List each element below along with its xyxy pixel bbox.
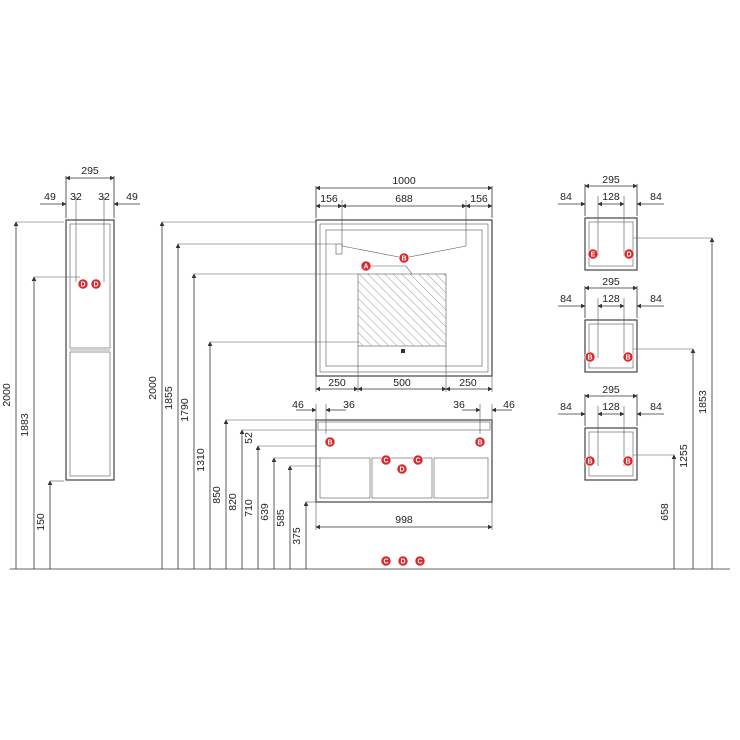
column-width-label: 295 [81, 165, 99, 177]
svg-text:C: C [383, 559, 388, 566]
wall-cabinet-level-dims: 1853 1255 658 [633, 237, 715, 569]
mirror-light-zone [357, 273, 447, 347]
svg-text:A: A [363, 264, 368, 271]
wall-cabinet-2-right-label: 84 [650, 293, 662, 305]
mirror-right-margin-label: 156 [470, 193, 488, 205]
wall-cabinet-1: 295 84 128 84 E D [558, 174, 664, 271]
wall-cabinet-2-width-label: 295 [602, 276, 620, 288]
vanity-level-3-label: 710 [243, 499, 255, 517]
svg-text:B: B [327, 440, 332, 447]
svg-text:D: D [399, 467, 404, 474]
wall-cabinet-2-left-label: 84 [560, 293, 572, 305]
mirror-level-2-label: 1855 [163, 386, 175, 410]
vanity-offset-left-inner-label: 36 [343, 399, 355, 411]
column-cabinet: 295 49 32 32 49 2000 1883 150 D D [1, 165, 140, 569]
wall-cabinet-3-inner-label: 128 [602, 401, 620, 413]
wall-cabinet-2-inner-label: 128 [602, 293, 620, 305]
wall-cabinet-3: 295 84 128 84 B B [558, 384, 664, 481]
svg-text:B: B [477, 440, 482, 447]
floor-marker-1: C [380, 555, 392, 567]
wall-cabinet-1-right-label: 84 [650, 191, 662, 203]
wall-cabinet-3-marker-right: B [622, 455, 634, 467]
vanity-level-5-label: 585 [275, 509, 287, 527]
svg-text:B: B [587, 355, 592, 362]
svg-text:C: C [383, 458, 388, 465]
mirror-width-label: 1000 [392, 175, 416, 187]
wall-cabinet-1-inner-label: 128 [602, 191, 620, 203]
vanity-level-dims: 850 820 52 710 639 585 375 [211, 419, 320, 569]
mirror-bottom-mid-label: 500 [393, 377, 411, 389]
column-offset-right-label: 49 [126, 191, 138, 203]
column-hinge-right-label: 32 [98, 191, 110, 203]
cabinet-level-2-label: 1255 [678, 444, 690, 468]
wall-cabinet-1-width-label: 295 [602, 174, 620, 186]
floor-marker-2: D [397, 555, 409, 567]
vanity-level-2-label: 820 [227, 493, 239, 511]
column-hinge-left-label: 32 [70, 191, 82, 203]
mirror: 1000 156 688 156 250 500 250 B A [315, 175, 493, 392]
vanity-offset-right-inner-label: 36 [453, 399, 465, 411]
mirror-level-4-label: 1310 [195, 448, 207, 472]
vanity-top-gap-label: 52 [243, 432, 255, 444]
wall-cabinet-2-marker-right: B [622, 351, 634, 363]
column-bottom-level-label: 150 [35, 513, 47, 531]
wall-cabinet-2-marker-left: B [584, 351, 596, 363]
vanity-marker-mid-right: C [412, 454, 424, 466]
vanity-unit: 46 36 36 46 998 B B C C D [292, 399, 515, 530]
svg-text:B: B [625, 355, 630, 362]
mirror-marker-zone: A [360, 260, 372, 272]
floor-markers: C D C [380, 555, 426, 567]
column-top-level-label: 1883 [19, 413, 31, 437]
svg-text:C: C [417, 559, 422, 566]
mirror-left-margin-label: 156 [320, 193, 338, 205]
svg-text:B: B [587, 459, 592, 466]
vanity-offset-left-outer-label: 46 [292, 399, 304, 411]
wall-cabinet-1-marker-left: E [587, 248, 599, 260]
vanity-level-4-label: 639 [259, 503, 271, 521]
svg-text:D: D [80, 282, 85, 289]
vanity-width-label: 998 [395, 514, 413, 526]
svg-text:D: D [400, 559, 405, 566]
cabinet-level-1-label: 1853 [697, 390, 709, 414]
vanity-marker-mid-center: D [396, 463, 408, 475]
wall-cabinet-3-width-label: 295 [602, 384, 620, 396]
wall-cabinet-2: 295 84 128 84 B B [558, 276, 664, 373]
mirror-light-width-label: 688 [395, 193, 413, 205]
mirror-level-1-label: 2000 [147, 376, 159, 400]
column-marker-left: D [77, 278, 89, 290]
vanity-marker-right: B [474, 436, 486, 448]
vanity-level-1-label: 850 [211, 486, 223, 504]
svg-text:E: E [591, 252, 596, 259]
mirror-level-dims: 2000 1855 1790 1310 [147, 221, 358, 569]
svg-text:D: D [93, 282, 98, 289]
svg-text:B: B [625, 459, 630, 466]
vanity-level-6-label: 375 [291, 527, 303, 545]
mirror-marker-top: B [398, 252, 410, 264]
svg-text:C: C [415, 458, 420, 465]
vanity-marker-left: B [324, 436, 336, 448]
wall-cabinet-3-left-label: 84 [560, 401, 572, 413]
mirror-bottom-right-label: 250 [459, 377, 477, 389]
wall-cabinet-3-right-label: 84 [650, 401, 662, 413]
column-marker-right: D [90, 278, 102, 290]
vanity-offset-right-outer-label: 46 [503, 399, 515, 411]
cabinet-level-3-label: 658 [659, 503, 671, 521]
floor-marker-3: C [414, 555, 426, 567]
wall-cabinet-3-marker-left: B [584, 455, 596, 467]
wall-cabinet-1-left-label: 84 [560, 191, 572, 203]
vanity-marker-mid-left: C [380, 454, 392, 466]
mirror-level-3-label: 1790 [179, 398, 191, 422]
svg-text:D: D [626, 252, 631, 259]
mirror-bottom-left-label: 250 [328, 377, 346, 389]
svg-text:B: B [401, 256, 406, 263]
column-offset-left-label: 49 [44, 191, 56, 203]
wall-cabinet-1-marker-right: D [623, 248, 635, 260]
column-height-label: 2000 [1, 383, 13, 407]
